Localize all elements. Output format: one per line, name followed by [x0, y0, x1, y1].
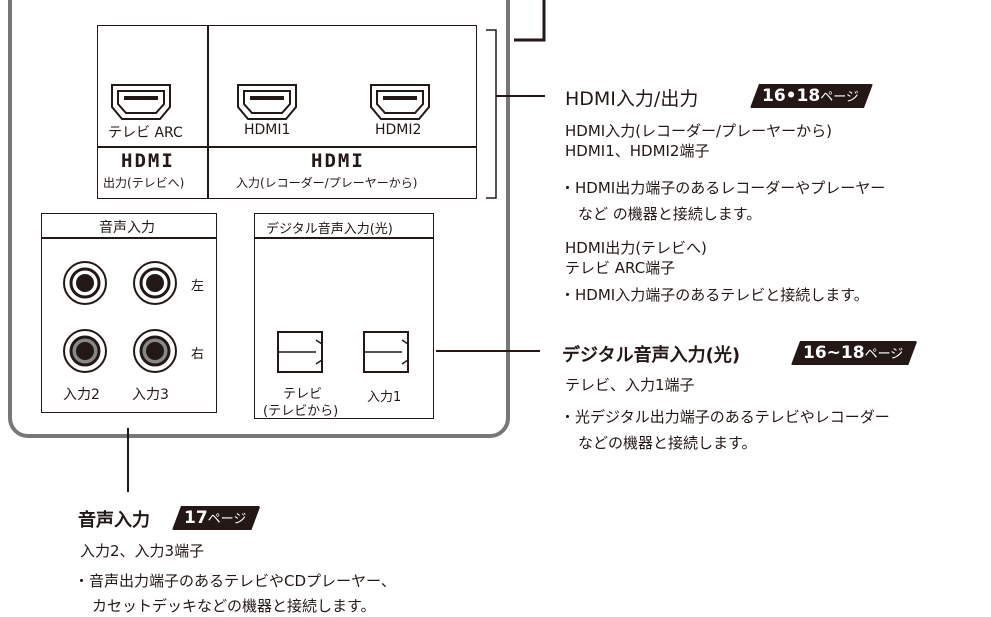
audio-heading: 入力2、入力3端子 [80, 542, 205, 560]
hdmi-divider-vertical [207, 25, 209, 199]
hdmi-out-logo: HDMI [121, 150, 175, 172]
hdmi-out-heading-2: テレビ ARC端子 [565, 259, 676, 277]
audio-in-block [41, 213, 217, 413]
hdmi1-port-label: HDMI1 [244, 122, 291, 138]
hdmi-out-port-label: テレビ ARC [108, 125, 183, 141]
rca-jacks [63, 261, 177, 373]
optical-in1-label: 入力1 [367, 390, 402, 405]
hdmi-block [97, 25, 477, 199]
hdmi-page-number: 16•18 [762, 86, 821, 106]
hdmi-page-badge: 16•18ページ [750, 84, 873, 108]
audio-in-header: 音声入力 [99, 220, 155, 236]
audio-page-number: 17 [184, 508, 208, 528]
hdmi-callout-title: HDMI入力/出力 [565, 88, 699, 110]
hdmi-out-port-icon [111, 84, 171, 120]
audio-in-header-line [41, 237, 217, 239]
hdmi2-port-icon [370, 84, 430, 120]
left-channel-label: 左 [191, 279, 205, 294]
optical-tv-label: テレビ [283, 387, 323, 402]
optical-bullet-2: などの機器と接続します。 [578, 434, 757, 452]
hdmi-in-bullet-1: ・HDMI出力端子のあるレコーダーやプレーヤー [560, 179, 886, 197]
audio-callout-title: 音声入力 [78, 510, 150, 531]
optical-tv-sublabel: (テレビから) [263, 404, 339, 419]
optical-callout-title: デジタル音声入力(光) [562, 345, 741, 366]
right-channel-label: 右 [191, 347, 205, 362]
input3-label: 入力3 [132, 387, 169, 403]
hdmi-page-suffix: ページ [820, 90, 859, 105]
hdmi-in-heading-1: HDMI入力(レコーダー/プレーヤーから) [565, 122, 832, 140]
optical-bullet-1: ・光デジタル出力端子のあるテレビやレコーダー [560, 408, 890, 426]
optical-in-header: デジタル音声入力(光) [266, 222, 393, 237]
optical-page-suffix: ページ [864, 347, 904, 362]
optical-page-number: 16~18 [803, 343, 865, 363]
hdmi-in-bullet-2: など の機器と接続します。 [578, 205, 762, 223]
hdmi-out-sub-label: 出力(テレビへ) [103, 176, 185, 190]
optical-in-block [254, 213, 434, 419]
hdmi2-port-label: HDMI2 [375, 122, 422, 138]
hdmi1-port-icon [237, 84, 297, 120]
optical-in1-port-icon [363, 331, 409, 373]
optical-tv-port-icon [277, 331, 323, 373]
hdmi-in-sub-label: 入力(レコーダー/プレーヤーから) [236, 176, 418, 190]
audio-page-suffix: ページ [207, 512, 247, 527]
audio-page-badge: 17ページ [172, 506, 260, 530]
optical-header-line [254, 237, 434, 239]
hdmi-out-bullet: ・HDMI入力端子のあるテレビと接続します。 [560, 286, 869, 304]
hdmi-out-heading-1: HDMI出力(テレビへ) [565, 239, 707, 257]
input2-label: 入力2 [63, 387, 100, 403]
hdmi-in-heading-2: HDMI1、HDMI2端子 [565, 142, 710, 160]
audio-bullet-2: カセットデッキなどの機器と接続します。 [92, 597, 376, 615]
optical-page-badge: 16~18ページ [791, 341, 917, 365]
optical-heading: テレビ、入力1端子 [565, 376, 695, 394]
hdmi-divider-horizontal [97, 146, 477, 148]
audio-bullet-1: ・音声出力端子のあるテレビやCDプレーヤー、 [74, 572, 396, 590]
hdmi-in-logo: HDMI [311, 150, 365, 172]
